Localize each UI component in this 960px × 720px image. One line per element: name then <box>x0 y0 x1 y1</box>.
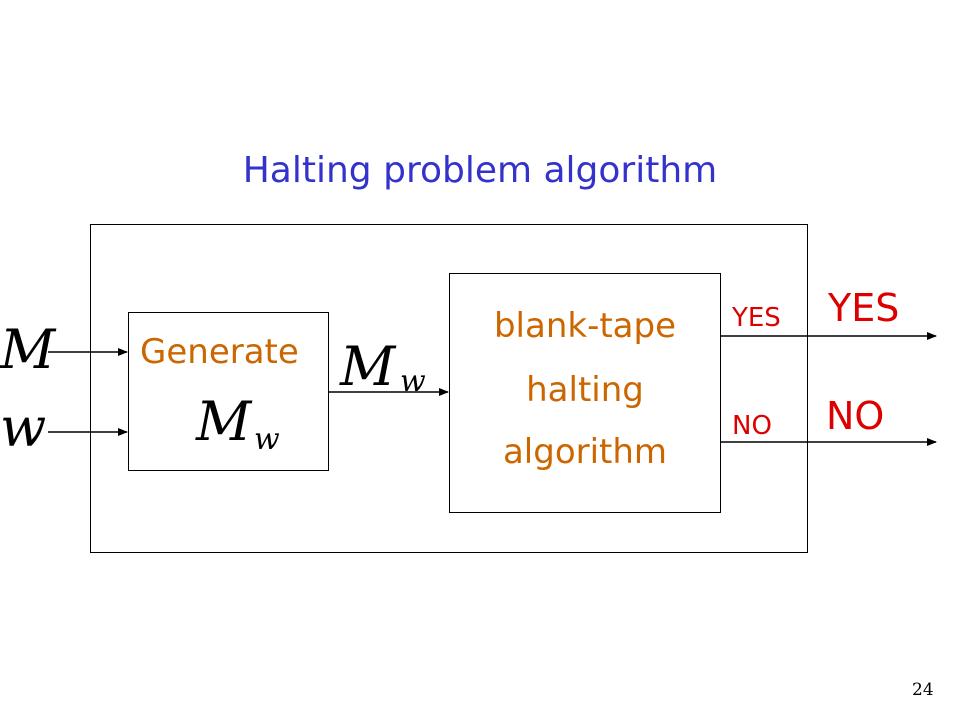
halting-algorithm-box <box>90 224 808 553</box>
mw-symbol: M <box>340 335 396 398</box>
outer-no-label: NO <box>826 394 885 438</box>
mw-subscript: w <box>400 364 426 399</box>
outer-yes-label: YES <box>828 286 900 330</box>
generate-label: Generate <box>140 332 299 372</box>
generate-m-symbol: M <box>196 390 252 453</box>
inner-no-label: NO <box>732 411 772 441</box>
slide-title: Halting problem algorithm <box>242 150 718 191</box>
blank-tape-algorithm-box <box>449 273 721 513</box>
algorithm-line-2: halting <box>526 370 644 410</box>
generate-w-subscript: w <box>254 422 280 457</box>
page-number: 24 <box>912 680 934 700</box>
algorithm-line-1: blank-tape <box>493 306 677 346</box>
algorithm-line-3: algorithm <box>502 432 668 472</box>
input-m-label: M <box>0 318 56 381</box>
input-w-label: w <box>0 396 47 459</box>
inner-yes-label: YES <box>732 303 781 333</box>
